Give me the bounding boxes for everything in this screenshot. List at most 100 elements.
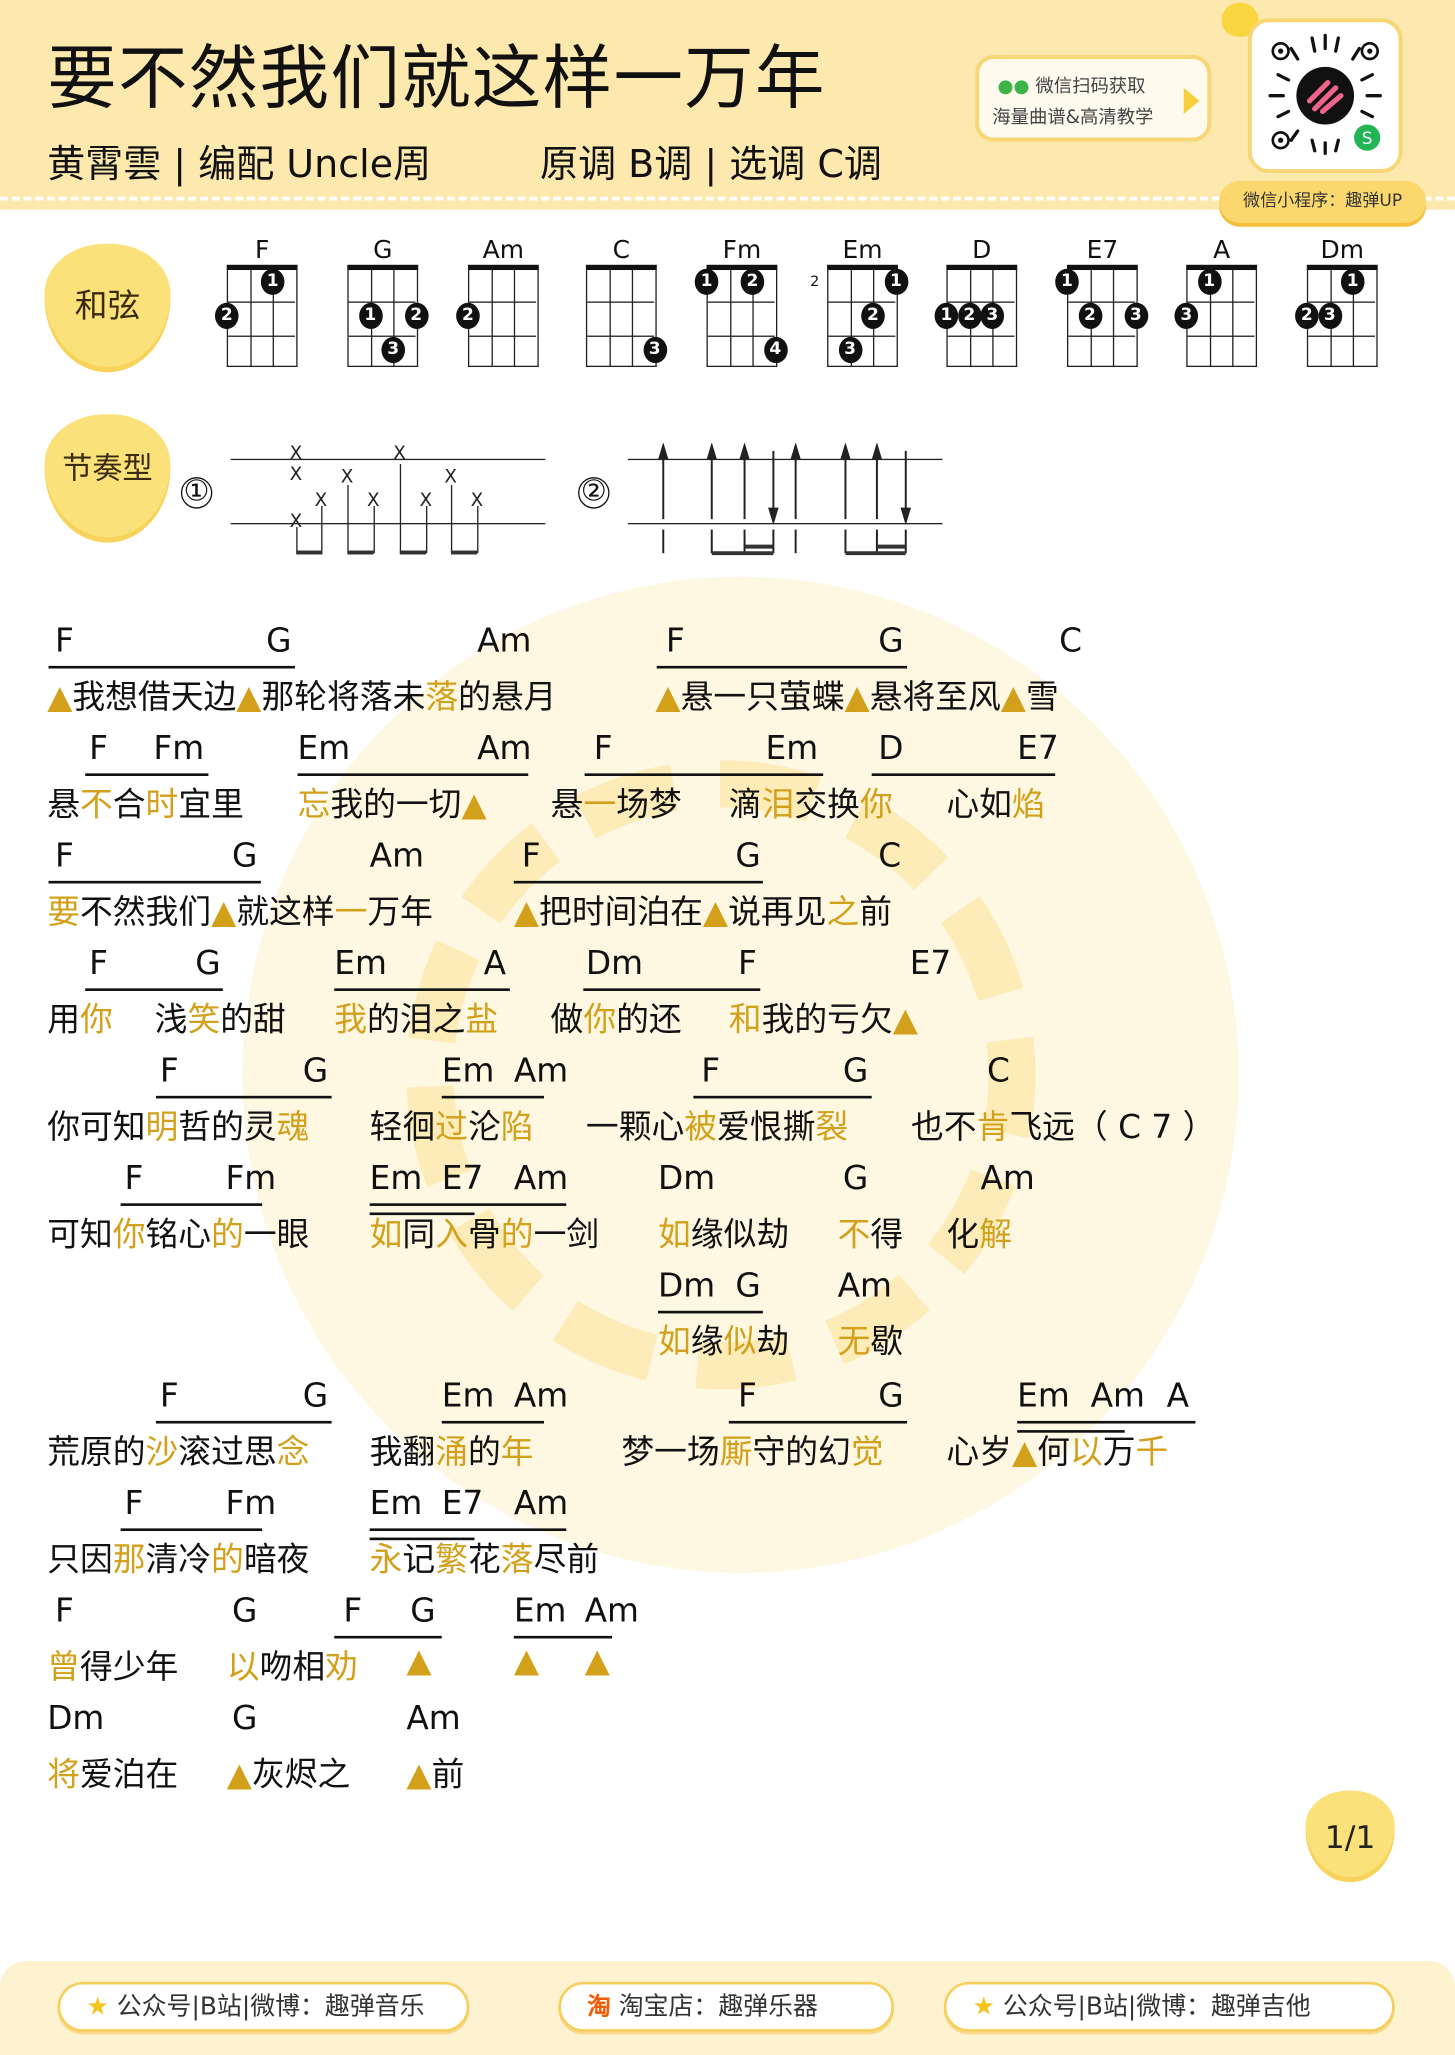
lyric-segment: 将爱泊在 bbox=[47, 1749, 178, 1796]
chord-label: F bbox=[89, 943, 108, 982]
chord-label: F bbox=[665, 621, 685, 660]
beat-underline bbox=[85, 988, 223, 991]
chord-label: Em bbox=[297, 728, 351, 767]
lyric-segment: 要不然我们▲就这样一万年 bbox=[47, 886, 433, 933]
highlighted-lyric: 和 bbox=[728, 1000, 762, 1039]
chord-label: Dm bbox=[658, 1266, 716, 1305]
lyric-text: 交换 bbox=[794, 785, 860, 824]
chord-label: G bbox=[232, 836, 258, 875]
finger-dot: 4 bbox=[763, 336, 788, 364]
chord-label: F bbox=[737, 1376, 757, 1415]
highlighted-lyric: 你 bbox=[859, 785, 893, 824]
lyric-text: 的甜 bbox=[220, 1000, 286, 1039]
rhythm-pattern-2 bbox=[627, 443, 943, 556]
highlighted-lyric: 一 bbox=[334, 892, 368, 931]
chord-label: G bbox=[878, 1376, 904, 1415]
chord-label: G bbox=[842, 1051, 869, 1090]
highlighted-lyric: 陷 bbox=[500, 1107, 534, 1146]
lyric-text: 只因 bbox=[47, 1540, 113, 1579]
finger-dot: 2 bbox=[740, 268, 765, 295]
footer-link-guitar[interactable]: ★公众号|B站|微博：趣弹吉他 bbox=[943, 1981, 1395, 2032]
highlighted-lyric: 落 bbox=[425, 677, 459, 716]
beat-underline bbox=[334, 1635, 442, 1639]
lyric-text: 铭心 bbox=[145, 1215, 212, 1254]
strum-marker-icon: ▲ bbox=[513, 1641, 540, 1680]
chord-label: Em bbox=[441, 1051, 495, 1090]
chord-label: Am bbox=[1090, 1376, 1145, 1415]
fret-number: 2 bbox=[810, 272, 820, 290]
highlighted-lyric: 无 bbox=[837, 1322, 871, 1361]
lyric-text: 心岁 bbox=[946, 1432, 1012, 1471]
lyric-text: 不然我们 bbox=[79, 892, 212, 931]
lyric-text: 一眼 bbox=[243, 1215, 310, 1254]
beat-underline bbox=[334, 988, 510, 991]
highlighted-lyric: 涌 bbox=[435, 1432, 468, 1471]
chords-section-badge: 和弦 bbox=[44, 243, 171, 368]
chord-label: Am bbox=[477, 728, 532, 767]
beat-underline bbox=[513, 880, 763, 884]
chord-name: Em bbox=[842, 235, 883, 265]
chord-label: F bbox=[159, 1376, 179, 1415]
strum-marker-icon: ▲ bbox=[1011, 1432, 1038, 1471]
lyric-segment: 我翻涌的年 bbox=[370, 1426, 534, 1473]
strum-marker-icon: ▲ bbox=[47, 677, 73, 716]
lyric-text: 我的亏欠 bbox=[761, 1000, 893, 1039]
strum-marker-icon: ▲ bbox=[513, 892, 540, 931]
lyric-text: 前 bbox=[859, 892, 893, 931]
lyric-segment: 我的泪之盐 bbox=[334, 994, 498, 1041]
artist-arranger: 黄霄雲 | 编配 Uncle周 bbox=[47, 141, 432, 187]
pattern-1-number: ① bbox=[180, 477, 213, 509]
strum-marker-icon: ▲ bbox=[1000, 677, 1027, 716]
chord-label: G bbox=[302, 1376, 329, 1415]
chord-label: G bbox=[302, 1051, 329, 1090]
chord-label: Em bbox=[513, 1591, 567, 1630]
lyric-text: 可知 bbox=[47, 1215, 113, 1254]
finger-dot: 2 bbox=[404, 302, 428, 330]
chord-label: Am bbox=[369, 836, 425, 875]
lyric-segment: 和我的亏欠▲ bbox=[729, 994, 918, 1041]
lyric-segment: 浅笑的甜 bbox=[155, 994, 286, 1041]
lyric-segment: 曾得少年 bbox=[47, 1641, 178, 1688]
lyric-text: 我翻 bbox=[369, 1432, 436, 1471]
header-divider bbox=[0, 196, 1455, 201]
beat-underline bbox=[48, 880, 261, 884]
chord-label: G bbox=[410, 1591, 436, 1630]
lyric-text: 的还 bbox=[616, 1000, 682, 1039]
lyric-text: 荒原的 bbox=[47, 1432, 146, 1471]
chord-label: Fm bbox=[225, 1158, 277, 1197]
highlighted-lyric: 你 bbox=[112, 1215, 146, 1254]
highlighted-lyric: 裂 bbox=[815, 1107, 849, 1146]
page-number: 1/1 bbox=[1305, 1790, 1395, 1878]
beat-underline bbox=[155, 1095, 332, 1099]
lyric-text: 暗夜 bbox=[243, 1540, 310, 1579]
promo-box[interactable]: ●● 微信扫码获取 海量曲谱&高清教学 bbox=[975, 55, 1212, 142]
footer-link-taobao[interactable]: 淘淘宝店：趣弹乐器 bbox=[558, 1981, 894, 2032]
finger-dot: 3 bbox=[1318, 302, 1342, 330]
highlighted-lyric: 落 bbox=[500, 1540, 534, 1579]
beat-underline bbox=[584, 773, 824, 776]
lyric-text: 场梦 bbox=[616, 785, 682, 824]
lyric-segment: 如同入骨的一剑 bbox=[370, 1209, 600, 1256]
chord-label: G bbox=[842, 1158, 869, 1197]
footer-link-music[interactable]: ★公众号|B站|微博：趣弹音乐 bbox=[57, 1981, 470, 2032]
beat-underline bbox=[658, 1310, 763, 1314]
beat-underline bbox=[693, 1095, 872, 1099]
chord-label: F bbox=[55, 836, 74, 875]
highlighted-lyric: 你 bbox=[79, 1000, 113, 1039]
chord-label: Em bbox=[441, 1376, 495, 1415]
highlighted-lyric: 沙 bbox=[145, 1432, 179, 1471]
chord-label: F bbox=[701, 1051, 721, 1090]
lyric-segment: 无歇 bbox=[838, 1316, 904, 1363]
lyric-text: 悬将至风 bbox=[869, 677, 1001, 716]
highlighted-lyric: 忘 bbox=[297, 785, 331, 824]
highlighted-lyric: 不 bbox=[79, 785, 113, 824]
qr-code[interactable]: S bbox=[1247, 18, 1403, 174]
chord-label: Em bbox=[334, 943, 387, 982]
chord-label: F bbox=[55, 621, 74, 660]
lyric-segment: 悬一场梦 bbox=[551, 779, 682, 826]
chord-label: Dm bbox=[658, 1158, 716, 1197]
chord-label: Am bbox=[513, 1051, 569, 1090]
strum-marker-icon: ▲ bbox=[655, 677, 681, 716]
chord-label: Em bbox=[369, 1483, 423, 1522]
